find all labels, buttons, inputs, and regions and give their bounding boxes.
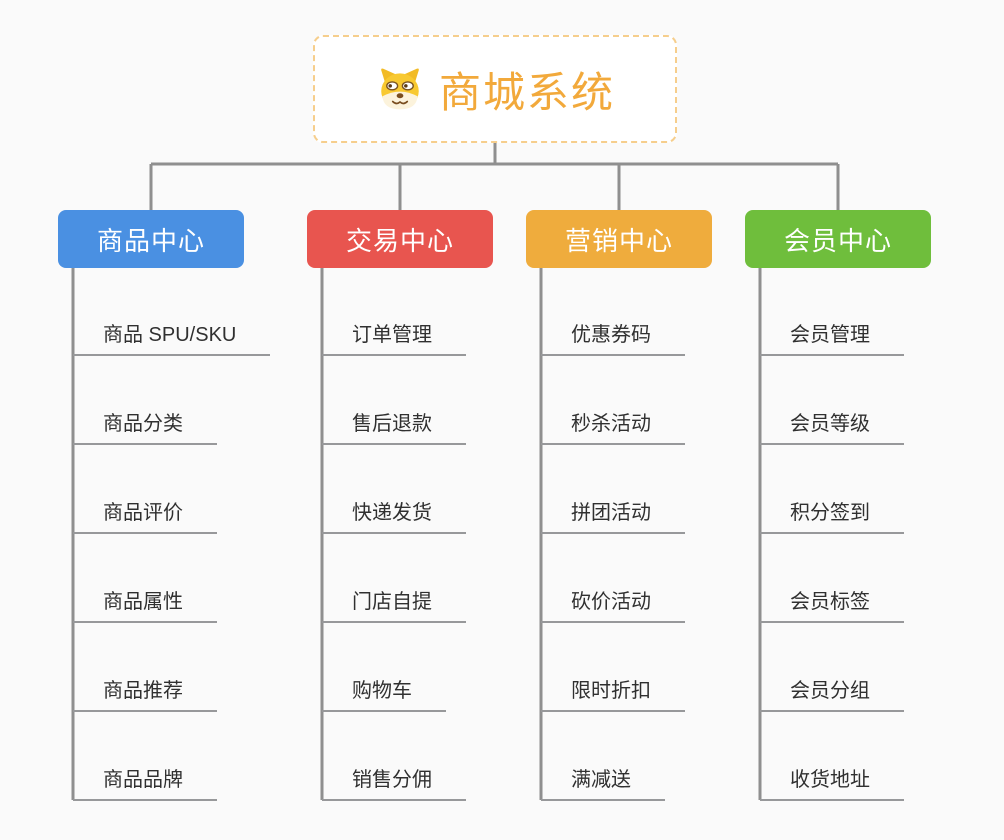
leaf-node[interactable]: 会员管理: [760, 322, 904, 356]
leaf-node[interactable]: 限时折扣: [541, 678, 685, 712]
leaf-node[interactable]: 商品评价: [73, 500, 217, 534]
leaf-node[interactable]: 订单管理: [322, 322, 466, 356]
leaf-node[interactable]: 砍价活动: [541, 589, 685, 623]
leaf-node[interactable]: 秒杀活动: [541, 411, 685, 445]
dog-face-icon: [381, 68, 419, 110]
leaf-node[interactable]: 购物车: [322, 678, 446, 712]
leaf-node[interactable]: 会员等级: [760, 411, 904, 445]
leaf-node[interactable]: 会员标签: [760, 589, 904, 623]
leaf-node[interactable]: 门店自提: [322, 589, 466, 623]
leaf-node[interactable]: 售后退款: [322, 411, 466, 445]
branch-node-marketing-center[interactable]: 营销中心: [526, 210, 712, 268]
leaf-node[interactable]: 优惠券码: [541, 322, 685, 356]
leaf-node[interactable]: 满减送: [541, 767, 665, 801]
branch-node-trade-center[interactable]: 交易中心: [307, 210, 493, 268]
leaf-node[interactable]: 商品分类: [73, 411, 217, 445]
leaf-node[interactable]: 拼团活动: [541, 500, 685, 534]
leaf-node[interactable]: 商品品牌: [73, 767, 217, 801]
leaf-node[interactable]: 销售分佣: [322, 767, 466, 801]
leaf-node[interactable]: 收货地址: [760, 767, 904, 801]
leaf-node[interactable]: 快递发货: [322, 500, 466, 534]
branch-node-member-center[interactable]: 会员中心: [745, 210, 931, 268]
root-node[interactable]: 商城系统: [313, 35, 677, 143]
leaf-node[interactable]: 积分签到: [760, 500, 904, 534]
leaf-node[interactable]: 商品属性: [73, 589, 217, 623]
root-title: 商城系统: [438, 68, 615, 116]
leaf-node[interactable]: 商品 SPU/SKU: [73, 322, 271, 356]
branch-node-product-center[interactable]: 商品中心: [58, 210, 244, 268]
leaf-node[interactable]: 商品推荐: [73, 678, 217, 712]
leaf-node[interactable]: 会员分组: [760, 678, 904, 712]
